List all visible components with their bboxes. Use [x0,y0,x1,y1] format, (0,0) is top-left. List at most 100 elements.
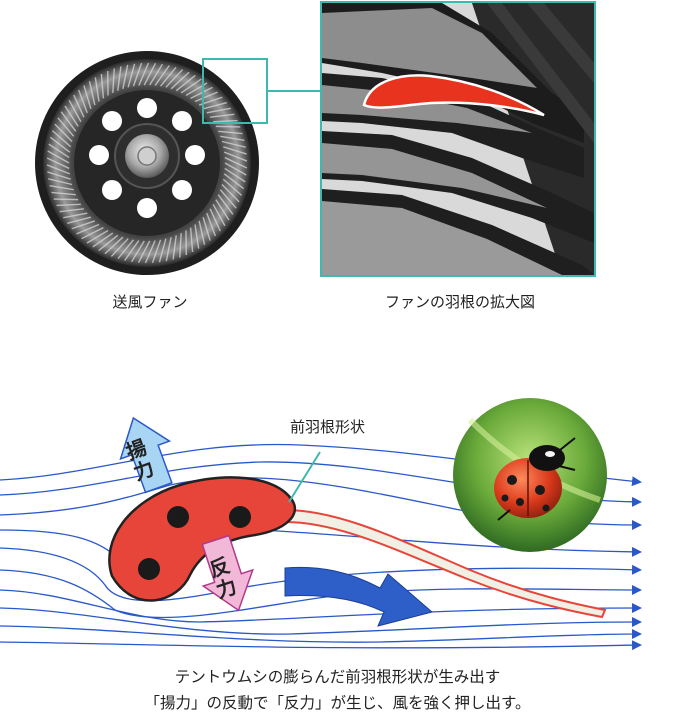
fan-blade-tick [57,117,75,137]
bottom-caption-line-2: 「揚力」の反動で「反力」が生じ、風を強く押し出す。 [144,694,531,712]
fan-blade-tick [59,208,84,213]
airflow-diagram [0,390,675,660]
fan-blade-tick [179,233,182,258]
fan-blade-tick [112,68,115,93]
fan-blade-tick [209,208,221,232]
fan-blade-tick [51,191,76,196]
fan-blade-tick [224,167,246,183]
fan-blade-tick [47,150,70,164]
fan-blade-tick [194,91,218,103]
fan-blade-tick [88,81,96,106]
fan-blade-tick [83,85,92,110]
reaction-arrow [201,534,254,612]
fan-blade-tick [202,101,227,110]
fan-blade-tick [64,105,79,127]
fan-blade-tick [206,107,231,114]
fan-blade-tick [144,240,156,264]
fan-blade-tick [149,63,164,86]
ladybug-photo [453,398,607,552]
fan-blade-tick [219,189,237,209]
fan-blade-tick [130,240,145,263]
fan-blade-tick [138,62,150,86]
fan-blade-tick [222,178,243,196]
fan-blade-tick [190,86,213,99]
fan-blade-tick [202,216,211,241]
fan-blade-tick [189,227,194,253]
fan-blade-tick [117,239,134,260]
fan-blade-tick [210,113,235,118]
fan-blade-tick [124,240,140,261]
fan-blade-tick [67,216,92,225]
fan-blade-tick [98,234,119,252]
fan-blade-tick [110,238,129,257]
fan-blade-tick [198,220,206,245]
fan-blade-tick [127,63,136,88]
fan-caption: 送風ファン [112,293,188,311]
fan-blade-tick [165,237,172,262]
bottom-caption-line-1: テントウムシの膨らんだ前羽根形状が生み出す [174,668,501,686]
red-wing-shape [108,476,297,602]
fan-blade-tick [81,227,104,240]
zoom-connector-line [268,90,321,92]
fan-blade-tick [54,123,73,142]
fan-blade-tick [68,99,82,123]
fan-blade-tick [165,69,184,88]
airflow-streamline [0,607,642,635]
fan-blade-tick [77,89,88,114]
wing-shape-label: 前羽根形状 [290,418,366,436]
fan-blade-tick [48,143,70,159]
airflow-streamline [0,625,642,643]
fan-blade-tick [143,63,157,86]
fan-blade-tick [63,212,88,219]
fan-blade-tick [154,65,170,86]
fan-blade-tick [158,238,167,263]
fan-blade-tick [60,111,77,132]
fan-blade-tick [56,203,81,207]
big-blue-arrow [284,566,434,627]
fan-blade-tick [132,62,143,87]
fan-blade-tick [86,229,109,244]
fan-blade-tick [100,73,105,99]
fan-blade-tick [76,223,100,235]
fan-blade-tick [194,224,200,249]
fan-blade-tick [224,162,247,176]
fan-blade-tick [53,198,79,201]
zoom-caption: ファンの羽根の拡大図 [384,293,535,311]
fan-blade-tick [137,240,151,263]
fan-blade-tick [217,194,234,215]
fan-blade-tick [213,119,238,123]
fan-blade-tick [49,136,71,153]
fan-blade-tick [223,151,248,162]
fan-blade-tick [172,235,177,260]
fan-blade-tick [160,66,177,87]
airflow-streamline [0,589,642,623]
fan-blade-tick [223,173,245,190]
fan-blade-tick [151,239,162,264]
fan-blade-tick [180,78,202,94]
fan-blade-tick [73,94,85,118]
fan-blade-tick [47,171,71,180]
fan-blade-tick [46,164,71,175]
fan-blade-tick [51,130,72,148]
fan-blade-tick [117,66,122,91]
fan-blade-tick [224,156,248,169]
thin-blade-shape [284,508,607,619]
fan-blade-tick [212,203,226,227]
highlighted-blade-profile [362,74,545,117]
airflow-streamline [0,640,642,651]
fan-blade-tick [218,130,243,135]
fan-blade-tick [104,236,124,255]
fan-blade-tick [94,77,100,102]
fan-blade-tick [220,135,245,141]
fan-blade-tick [206,212,217,237]
fan-blade-tick [221,140,246,148]
zoom-highlight-box [202,58,268,124]
fan-blade-tick [170,71,190,90]
fan-blade-tick [223,146,247,155]
fan-blade-tick [215,125,241,128]
fan-blade-tick [48,178,73,186]
fan-blade-tick [71,220,96,230]
blade-zoom-image [320,1,596,277]
fan-blade-tick [46,157,70,170]
fan-blade-tick [122,64,129,89]
